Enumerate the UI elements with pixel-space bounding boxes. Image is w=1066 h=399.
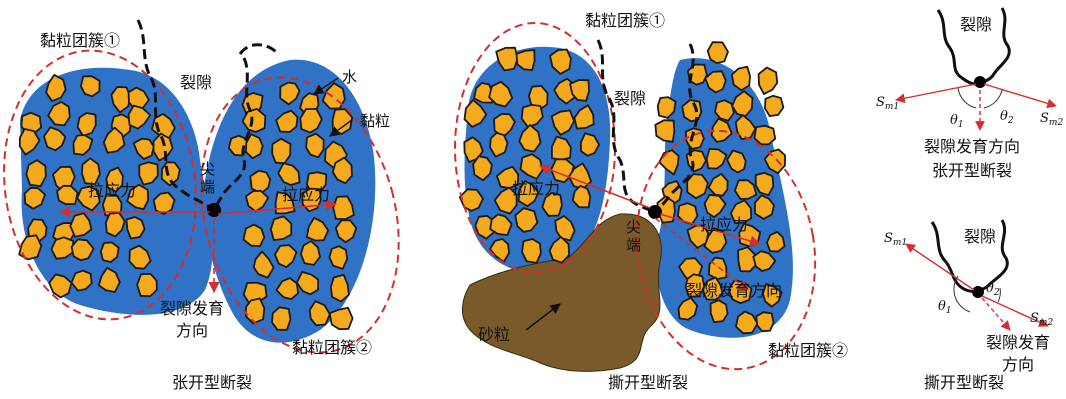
- tension-label-right: 拉应力: [282, 185, 330, 204]
- crack-tip: [648, 205, 662, 219]
- s-m1-label: Sm1: [884, 231, 907, 248]
- clay-grain: [271, 216, 292, 240]
- clay-grain: [522, 239, 541, 263]
- tension-label-left: 拉应力: [88, 181, 136, 200]
- tip-label-1: 尖: [200, 160, 215, 178]
- cluster-2-label: 黏粒团簇②: [768, 341, 848, 360]
- growth-label-1: 裂隙发育: [986, 333, 1050, 352]
- caption-c-top: 张开型断裂: [932, 161, 1012, 180]
- panel-a: 黏粒团簇① 黏粒团簇② 裂隙 水 黏粒 尖 端 拉应力 拉应力 裂隙发育 方向 …: [0, 20, 428, 392]
- panel-c-top: 裂隙 Sm1 Sm2 θ1 θ2 裂隙发育方向 张开型断裂: [876, 8, 1063, 180]
- water-label: 水: [342, 68, 357, 86]
- crack-tip: [974, 76, 986, 88]
- clay-grain: [331, 275, 349, 302]
- clay-grain: [755, 126, 776, 145]
- tip-label-1: 尖: [626, 218, 641, 236]
- clay-grain: [686, 128, 704, 149]
- clay-grain: [330, 308, 353, 330]
- tip-label-2: 端: [200, 178, 215, 196]
- clay-grain: [137, 274, 157, 296]
- crack-label: 裂隙: [180, 73, 212, 92]
- panel-b: 黏粒团簇① 黏粒团簇② 裂隙 尖 端 拉应力 拉应力 裂隙发育方向 砂粒 撕开型…: [455, 11, 848, 392]
- cluster-1-label: 黏粒团簇①: [585, 11, 665, 30]
- clay-grain: [26, 160, 46, 186]
- clay-grain: [756, 312, 773, 331]
- clay-label: 黏粒: [360, 112, 390, 130]
- crack-tip: [207, 203, 221, 217]
- caption-b: 撕开型断裂: [608, 373, 688, 392]
- clay-grain: [759, 68, 778, 95]
- theta2-label: θ2: [1000, 109, 1014, 126]
- crack-label: 裂隙: [614, 89, 646, 108]
- growth-label: 裂隙发育方向: [924, 137, 1020, 156]
- clay-grain: [682, 100, 701, 121]
- crack-top-hook: [240, 45, 276, 54]
- clay-grain: [765, 96, 784, 116]
- tension-label-right: 拉应力: [700, 215, 748, 234]
- caption-a: 张开型断裂: [172, 373, 252, 392]
- clay-grain: [711, 300, 728, 322]
- tip-label-2: 端: [626, 236, 641, 254]
- clay-grain: [460, 189, 483, 211]
- clay-grain: [78, 113, 96, 136]
- theta1-label: θ1: [938, 299, 952, 316]
- theta1-label: θ1: [950, 113, 964, 130]
- clay-grain: [19, 235, 41, 259]
- cluster-2-label: 黏粒团簇②: [292, 338, 372, 357]
- s-m2-label: Sm2: [1040, 111, 1063, 128]
- clay-grain: [127, 217, 145, 239]
- theta2-arc: [984, 90, 1002, 108]
- clay-grain: [655, 120, 674, 142]
- crack-label: 裂隙: [960, 15, 992, 34]
- growth-label-2: 方向: [1002, 355, 1034, 374]
- theta1-arc: [958, 88, 976, 108]
- clay-grain: [659, 150, 678, 174]
- clay-grain: [490, 133, 508, 157]
- theta2-label: θ2: [986, 281, 1000, 298]
- s-m2-label: Sm2: [1030, 311, 1053, 328]
- tension-label-left: 拉应力: [512, 179, 560, 198]
- growth-label-2: 方向: [176, 321, 208, 340]
- caption-c-bottom: 撕开型断裂: [924, 373, 1004, 392]
- s-m1-label: Sm1: [876, 95, 899, 112]
- clay-grain: [272, 307, 290, 330]
- sand-label: 砂粒: [478, 325, 510, 344]
- crack-label: 裂隙: [964, 227, 996, 246]
- clay-grain: [51, 237, 73, 258]
- clay-grain: [243, 225, 264, 247]
- clay-grain: [708, 42, 728, 63]
- clay-grain: [81, 76, 100, 96]
- clay-grain: [246, 298, 264, 323]
- growth-label-1: 裂隙发育: [160, 299, 224, 318]
- clay-grain: [272, 139, 290, 163]
- cluster-1-label: 黏粒团簇①: [40, 31, 120, 50]
- stress-arrow-m1: [896, 84, 976, 100]
- clay-grain: [246, 134, 263, 158]
- clay-grain: [57, 186, 78, 204]
- growth-label: 裂隙发育方向: [686, 281, 782, 300]
- panel-c-bottom: 裂隙 Sm1 Sm2 θ1 θ2 裂隙发育 方向 撕开型断裂: [884, 220, 1053, 392]
